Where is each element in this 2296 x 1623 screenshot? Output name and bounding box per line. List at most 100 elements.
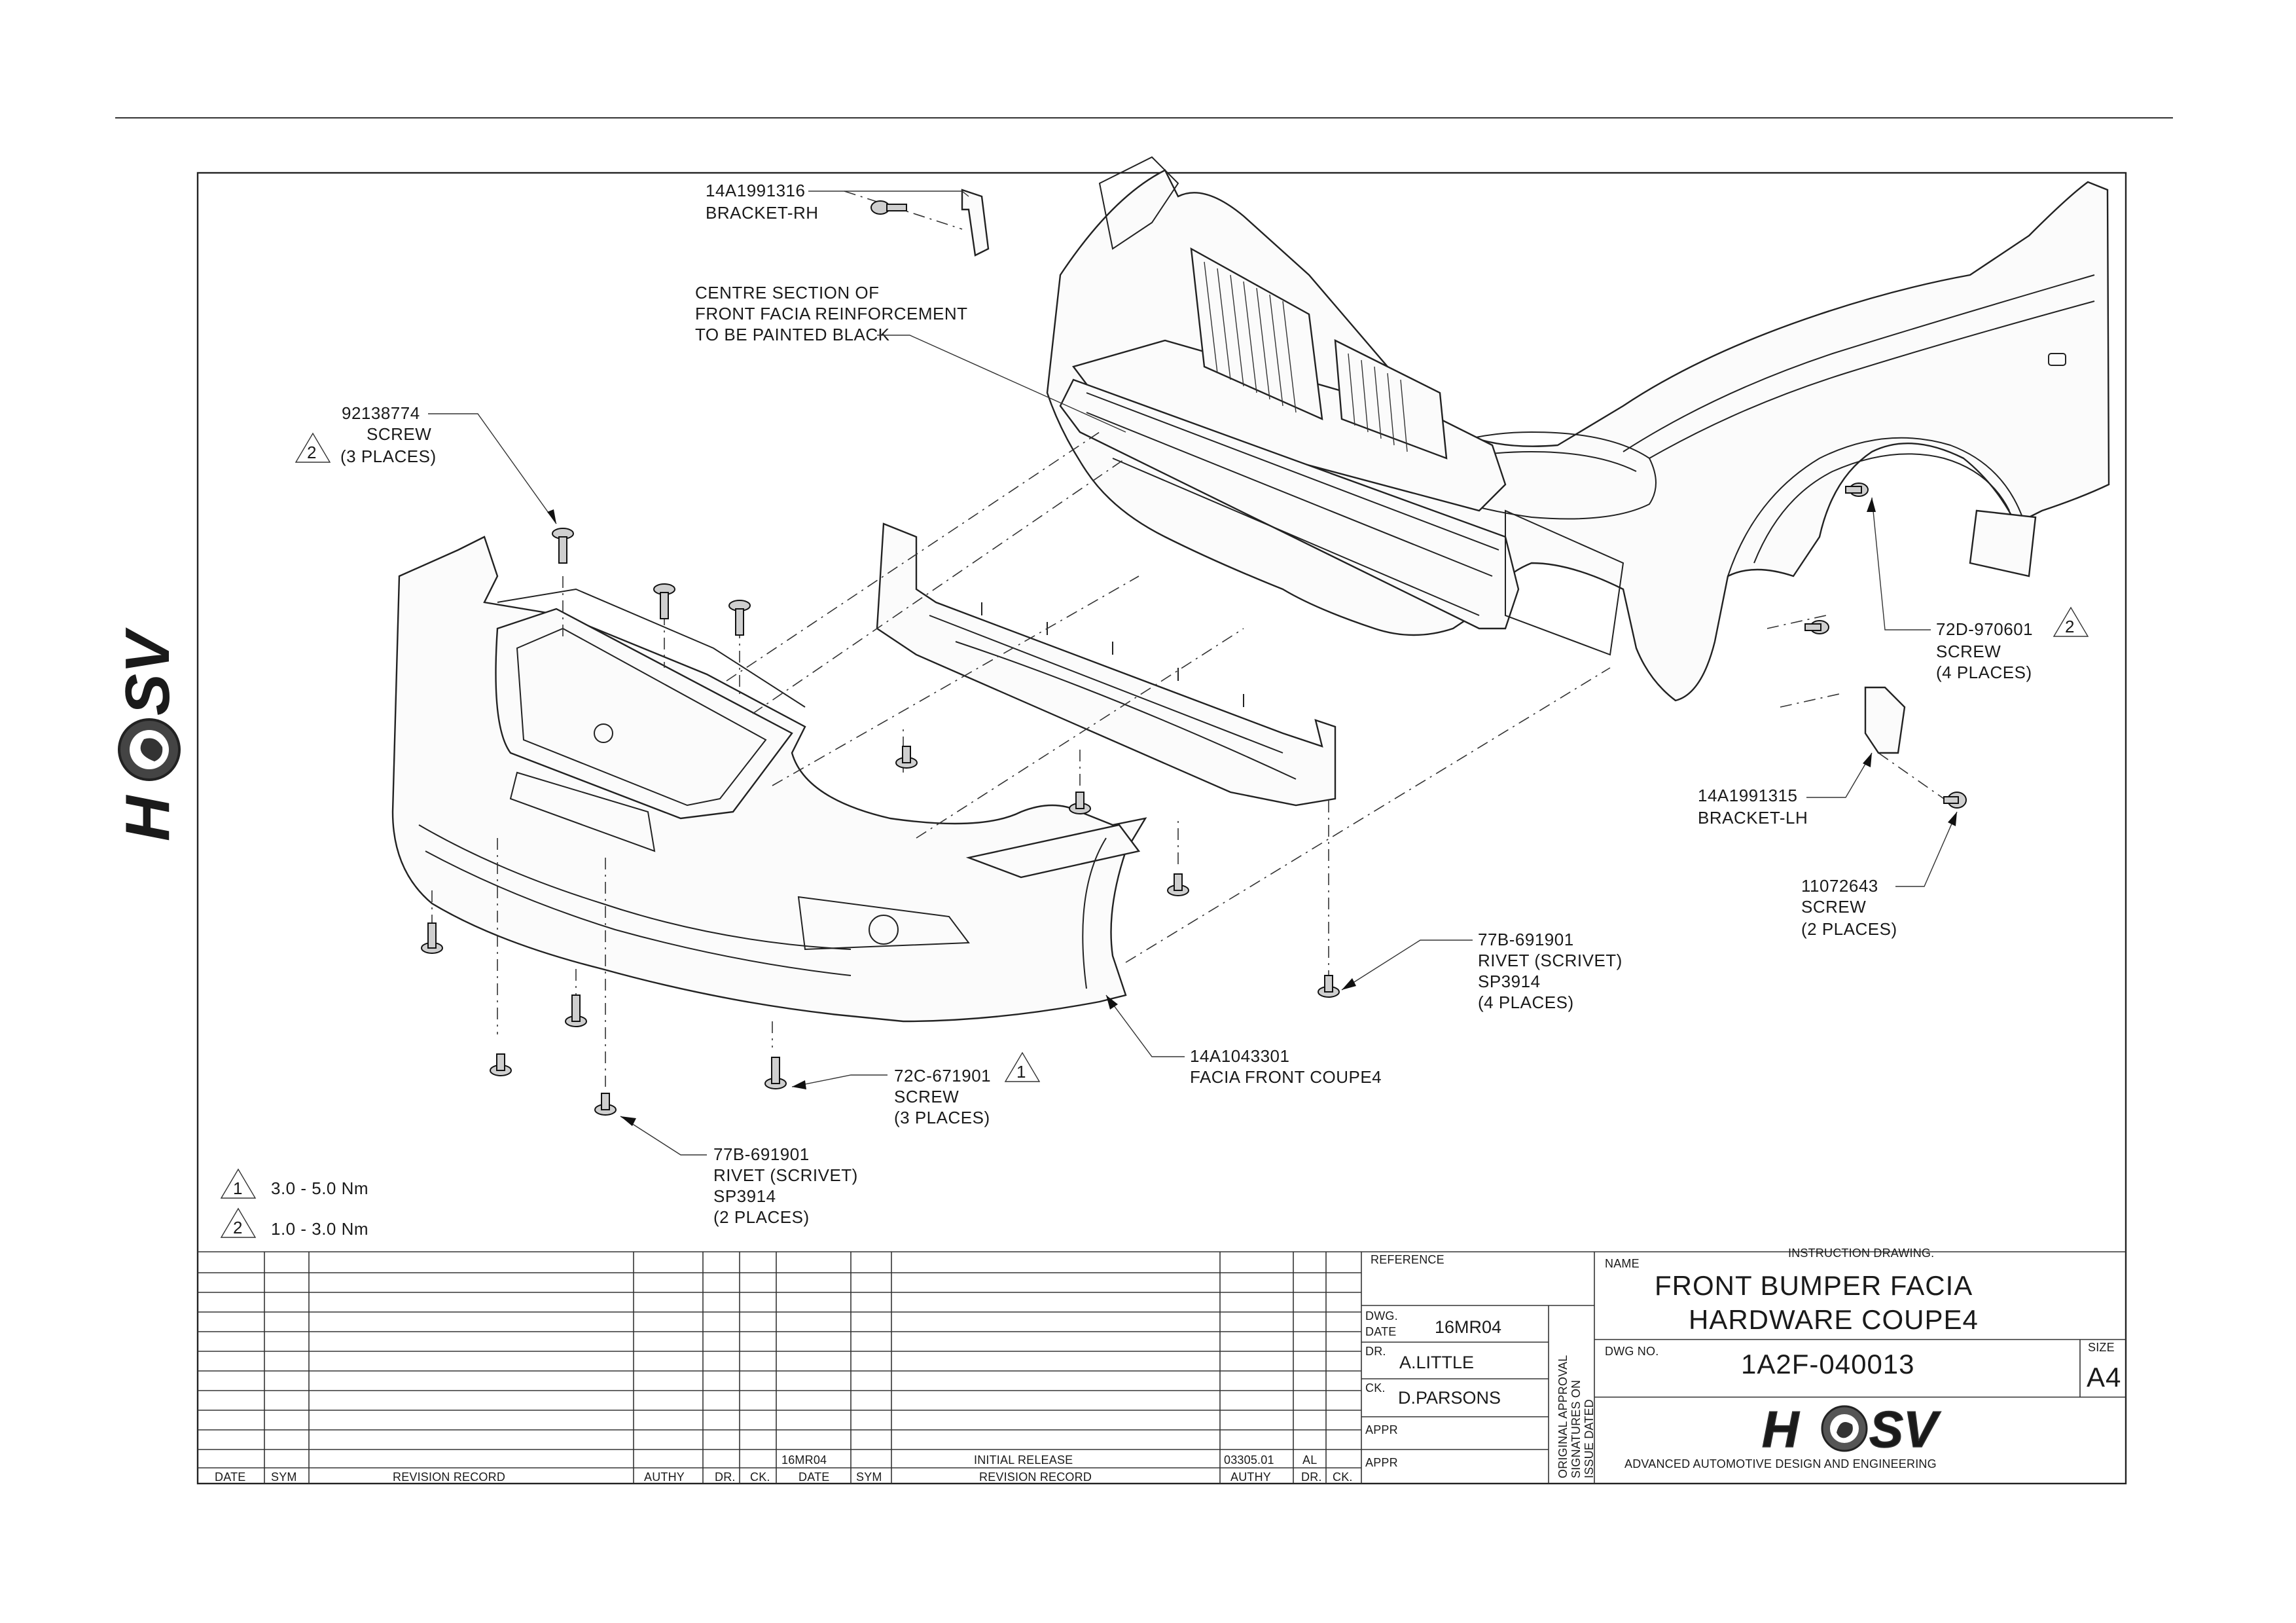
svg-text:DATE: DATE <box>798 1470 829 1484</box>
svg-text:SYM: SYM <box>271 1470 297 1484</box>
revision-table: DATE SYM REVISION RECORD AUTHY DR. CK. D… <box>198 1251 2126 1484</box>
callout-bracket-lh: 14A1991315 BRACKET-LH <box>1698 752 1873 828</box>
screw-92138774-2 <box>653 583 675 619</box>
svg-text:SCREW: SCREW <box>894 1087 959 1106</box>
car-front-body <box>1046 156 2110 702</box>
rivet-lower-1 <box>490 1053 512 1076</box>
svg-text:CK.: CK. <box>1365 1381 1386 1395</box>
revision-entry-row: 16MR04 INITIAL RELEASE 03305.01 AL <box>781 1453 1317 1467</box>
svg-text:APPR: APPR <box>1365 1423 1398 1436</box>
svg-text:14A1991315: 14A1991315 <box>1698 786 1797 805</box>
svg-text:1: 1 <box>233 1178 243 1198</box>
drawing-type: INSTRUCTION DRAWING. <box>1788 1247 1934 1260</box>
svg-text:SCREW: SCREW <box>1936 642 2001 661</box>
svg-text:DWG.: DWG. <box>1365 1309 1398 1322</box>
fog-lamp <box>869 915 899 945</box>
svg-text:16MR04: 16MR04 <box>781 1453 827 1467</box>
svg-text:RIVET (SCRIVET): RIVET (SCRIVET) <box>713 1165 858 1185</box>
exploded-assembly <box>391 156 2110 1116</box>
lower-absorber <box>876 522 1336 807</box>
svg-text:3.0 - 5.0 Nm: 3.0 - 5.0 Nm <box>271 1178 368 1198</box>
callout-screw-11072643: 11072643 SCREW (2 PLACES) <box>1801 811 1958 939</box>
svg-text:77B-691901: 77B-691901 <box>1478 930 1574 949</box>
svg-text:2: 2 <box>307 443 317 462</box>
callout-rivet-left: 77B-691901 RIVET (SCRIVET) SP3914 (2 PLA… <box>620 1116 858 1227</box>
svg-text:AUTHY: AUTHY <box>1230 1470 1271 1484</box>
bumper-facia <box>391 536 1147 1023</box>
svg-text:TO BE PAINTED BLACK: TO BE PAINTED BLACK <box>695 325 890 344</box>
svg-text:(3 PLACES): (3 PLACES) <box>894 1108 990 1127</box>
svg-text:SCREW: SCREW <box>367 424 431 444</box>
svg-text:AUTHY: AUTHY <box>644 1470 685 1484</box>
svg-text:(2 PLACES): (2 PLACES) <box>713 1207 810 1227</box>
torque-notes: 1 3.0 - 5.0 Nm 2 1.0 - 3.0 Nm <box>220 1168 368 1239</box>
svg-text:92138774: 92138774 <box>342 403 420 423</box>
screw-72d-2 <box>1804 620 1829 634</box>
dwg-date: 16MR04 <box>1435 1317 1501 1337</box>
svg-text:DR.: DR. <box>1301 1470 1322 1484</box>
torque-note-1: 1 3.0 - 5.0 Nm <box>220 1168 368 1199</box>
svg-text:DATE: DATE <box>1365 1325 1396 1338</box>
screw-bracket-rh <box>870 200 907 215</box>
svg-text:REVISION RECORD: REVISION RECORD <box>393 1470 505 1484</box>
svg-text:CK.: CK. <box>750 1470 770 1484</box>
callout-rivet-right: 77B-691901 RIVET (SCRIVET) SP3914 (4 PLA… <box>1341 930 1622 1012</box>
screw-11072643 <box>1943 792 1967 809</box>
note-triangle-1 <box>1004 1051 1041 1082</box>
screw-72d-1 <box>1845 483 1869 497</box>
svg-text:ISSUE DATED: ISSUE DATED <box>1583 1399 1596 1478</box>
side-logo-sv: SV <box>113 627 183 716</box>
rivet-3 <box>1167 873 1189 896</box>
name-label: NAME <box>1605 1257 1640 1270</box>
svg-text:INITIAL RELEASE: INITIAL RELEASE <box>974 1453 1073 1467</box>
bracket-rh <box>961 189 990 257</box>
checked-by: D.PARSONS <box>1398 1388 1501 1408</box>
svg-text:FACIA FRONT COUPE4: FACIA FRONT COUPE4 <box>1190 1067 1382 1087</box>
drawing-number: 1A2F-040013 <box>1741 1349 1915 1379</box>
svg-text:72D-970601: 72D-970601 <box>1936 619 2033 639</box>
drawing-title-line2: HARDWARE COUPE4 <box>1689 1304 1979 1335</box>
svg-text:72C-671901: 72C-671901 <box>894 1066 991 1085</box>
svg-text:(4 PLACES): (4 PLACES) <box>1478 993 1574 1012</box>
svg-text:SYM: SYM <box>856 1470 882 1484</box>
svg-text:SP3914: SP3914 <box>713 1186 776 1206</box>
callout-screw-72c: 72C-671901 SCREW (3 PLACES) 1 <box>791 1051 1041 1127</box>
svg-text:CENTRE SECTION OF: CENTRE SECTION OF <box>695 283 880 302</box>
svg-text:SP3914: SP3914 <box>1478 972 1541 991</box>
svg-text:DATE: DATE <box>215 1470 245 1484</box>
svg-text:2: 2 <box>2065 617 2075 636</box>
torque-note-2: 2 1.0 - 3.0 Nm <box>220 1207 368 1239</box>
svg-text:1.0 - 3.0 Nm: 1.0 - 3.0 Nm <box>271 1219 368 1239</box>
svg-text:DR.: DR. <box>1365 1345 1386 1358</box>
svg-text:BRACKET-LH: BRACKET-LH <box>1698 808 1808 828</box>
svg-text:03305.01: 03305.01 <box>1224 1453 1274 1467</box>
callout-centre-section: CENTRE SECTION OF FRONT FACIA REINFORCEM… <box>695 283 1126 433</box>
svg-text:(4 PLACES): (4 PLACES) <box>1936 663 2032 682</box>
svg-text:(2 PLACES): (2 PLACES) <box>1801 919 1897 939</box>
svg-text:REVISION RECORD: REVISION RECORD <box>979 1470 1092 1484</box>
svg-text:FRONT FACIA REINFORCEMENT: FRONT FACIA REINFORCEMENT <box>695 304 968 323</box>
approval-note: ORIGINAL APPROVAL SIGNATURES ON ISSUE DA… <box>1556 1355 1596 1478</box>
radiator-core <box>1190 247 1448 460</box>
svg-text:ORIGINAL APPROVAL: ORIGINAL APPROVAL <box>1556 1355 1570 1478</box>
company-tagline: ADVANCED AUTOMOTIVE DESIGN AND ENGINEERI… <box>1624 1457 1937 1470</box>
side-logo-h: H <box>113 795 183 841</box>
svg-text:(3 PLACES): (3 PLACES) <box>340 447 437 466</box>
front-facia-reinforcement <box>1059 378 1520 630</box>
note-triangle-2 <box>295 432 331 463</box>
svg-text:SIGNATURES ON: SIGNATURES ON <box>1570 1380 1583 1478</box>
screw-72c <box>764 1057 787 1089</box>
callout-facia: 14A1043301 FACIA FRONT COUPE4 <box>1105 994 1382 1087</box>
svg-text:SV: SV <box>1869 1400 1941 1458</box>
side-hsv-logo: H SV <box>113 627 183 841</box>
screw-lower-2 <box>565 994 587 1027</box>
bracket-lh <box>1864 686 1906 754</box>
callouts: 14A1991316 BRACKET-RH CENTRE SECTION OF … <box>295 181 2089 1227</box>
emblem-mount <box>594 723 613 743</box>
svg-text:14A1043301: 14A1043301 <box>1190 1046 1289 1066</box>
svg-text:77B-691901: 77B-691901 <box>713 1144 810 1164</box>
svg-text:APPR: APPR <box>1365 1456 1398 1469</box>
rivet-2 <box>1069 792 1091 814</box>
screw-92138774-3 <box>728 600 751 636</box>
callout-screw-72d: 72D-970601 SCREW (4 PLACES) 2 <box>1867 497 2089 682</box>
